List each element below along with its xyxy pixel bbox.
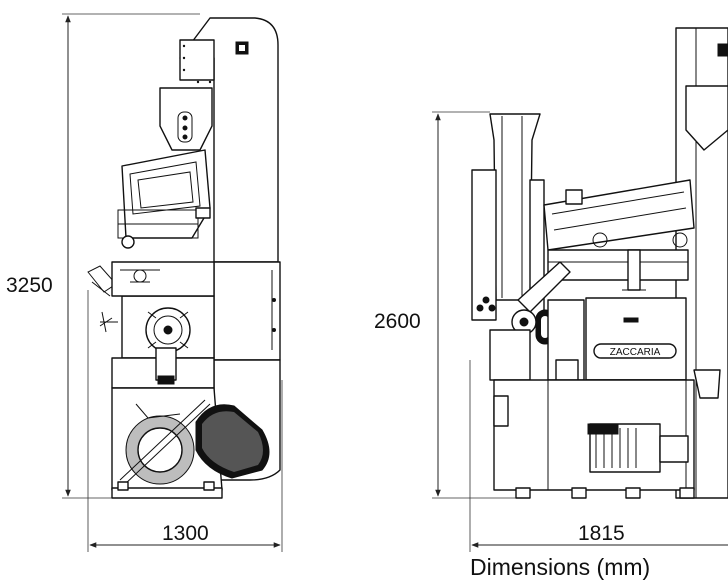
front-height-dimension [432,111,520,499]
front-height-label: 2600 [374,310,421,333]
front-width-dimension [469,360,728,552]
side-view-machine [87,17,281,499]
front-width-label: 1815 [578,522,625,545]
side-height-label: 3250 [6,274,53,297]
front-view-machine: ZACCARIA [471,27,728,499]
brand-plate: ZACCARIA [610,347,661,358]
side-height-dimension [62,13,200,499]
side-width-label: 1300 [162,522,209,545]
side-width-dimension [87,290,283,552]
dimensions-caption: Dimensions (mm) [470,554,650,580]
